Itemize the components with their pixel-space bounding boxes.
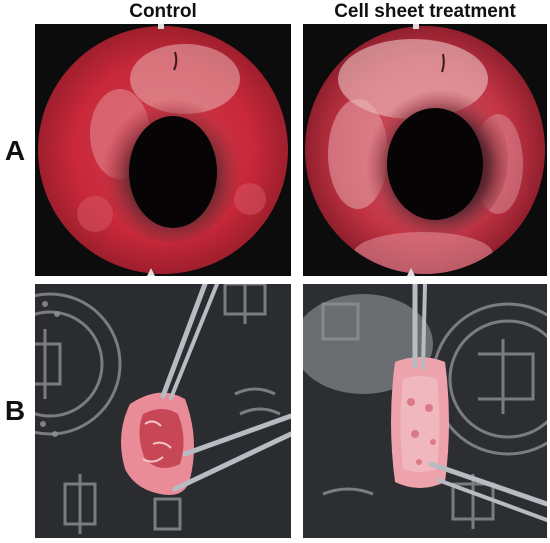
endoscopic-image-cell-sheet bbox=[303, 24, 547, 276]
column-title-cell-sheet: Cell sheet treatment bbox=[334, 1, 516, 22]
endoscopic-image-control bbox=[35, 24, 291, 276]
row-label-b: B bbox=[4, 395, 26, 426]
row-label-a: A bbox=[4, 135, 26, 166]
specimen-image-cell-sheet bbox=[303, 284, 547, 538]
column-title-control: Control bbox=[129, 1, 197, 22]
specimen-image-control bbox=[35, 284, 291, 538]
